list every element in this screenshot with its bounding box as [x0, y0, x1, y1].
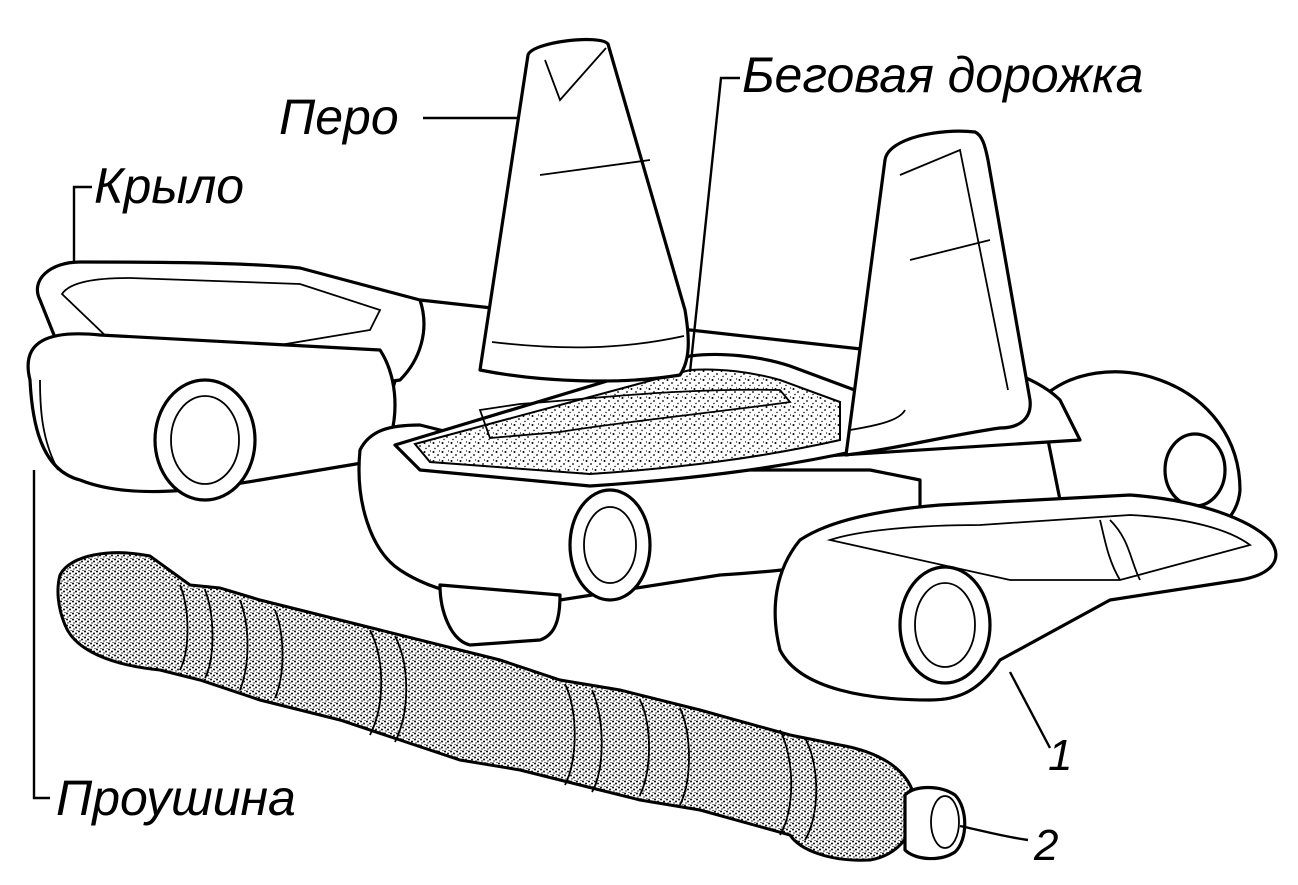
label-proushina: Проушина: [56, 770, 296, 826]
leader-2: [959, 824, 1029, 842]
leader-proushina: [32, 470, 50, 800]
leader-lines: [32, 76, 1052, 842]
callout-2: 2: [1033, 821, 1058, 870]
right-wing: [773, 493, 1278, 702]
leader-1: [1008, 671, 1052, 749]
label-krylo: Крыло: [94, 158, 244, 214]
leader-begovaya-dorozhka: [688, 76, 740, 373]
callout-1: 1: [1048, 731, 1072, 780]
pin-end: [903, 785, 967, 861]
track-pin: [56, 551, 967, 862]
guide-fin-rear: [844, 129, 1032, 457]
guide-fin-front: [478, 37, 690, 383]
leader-krylo: [72, 185, 92, 262]
label-begovaya-dorozhka: Беговая дорожка: [742, 47, 1143, 103]
track-link: [26, 37, 1278, 702]
label-pero: Перо: [279, 89, 399, 145]
